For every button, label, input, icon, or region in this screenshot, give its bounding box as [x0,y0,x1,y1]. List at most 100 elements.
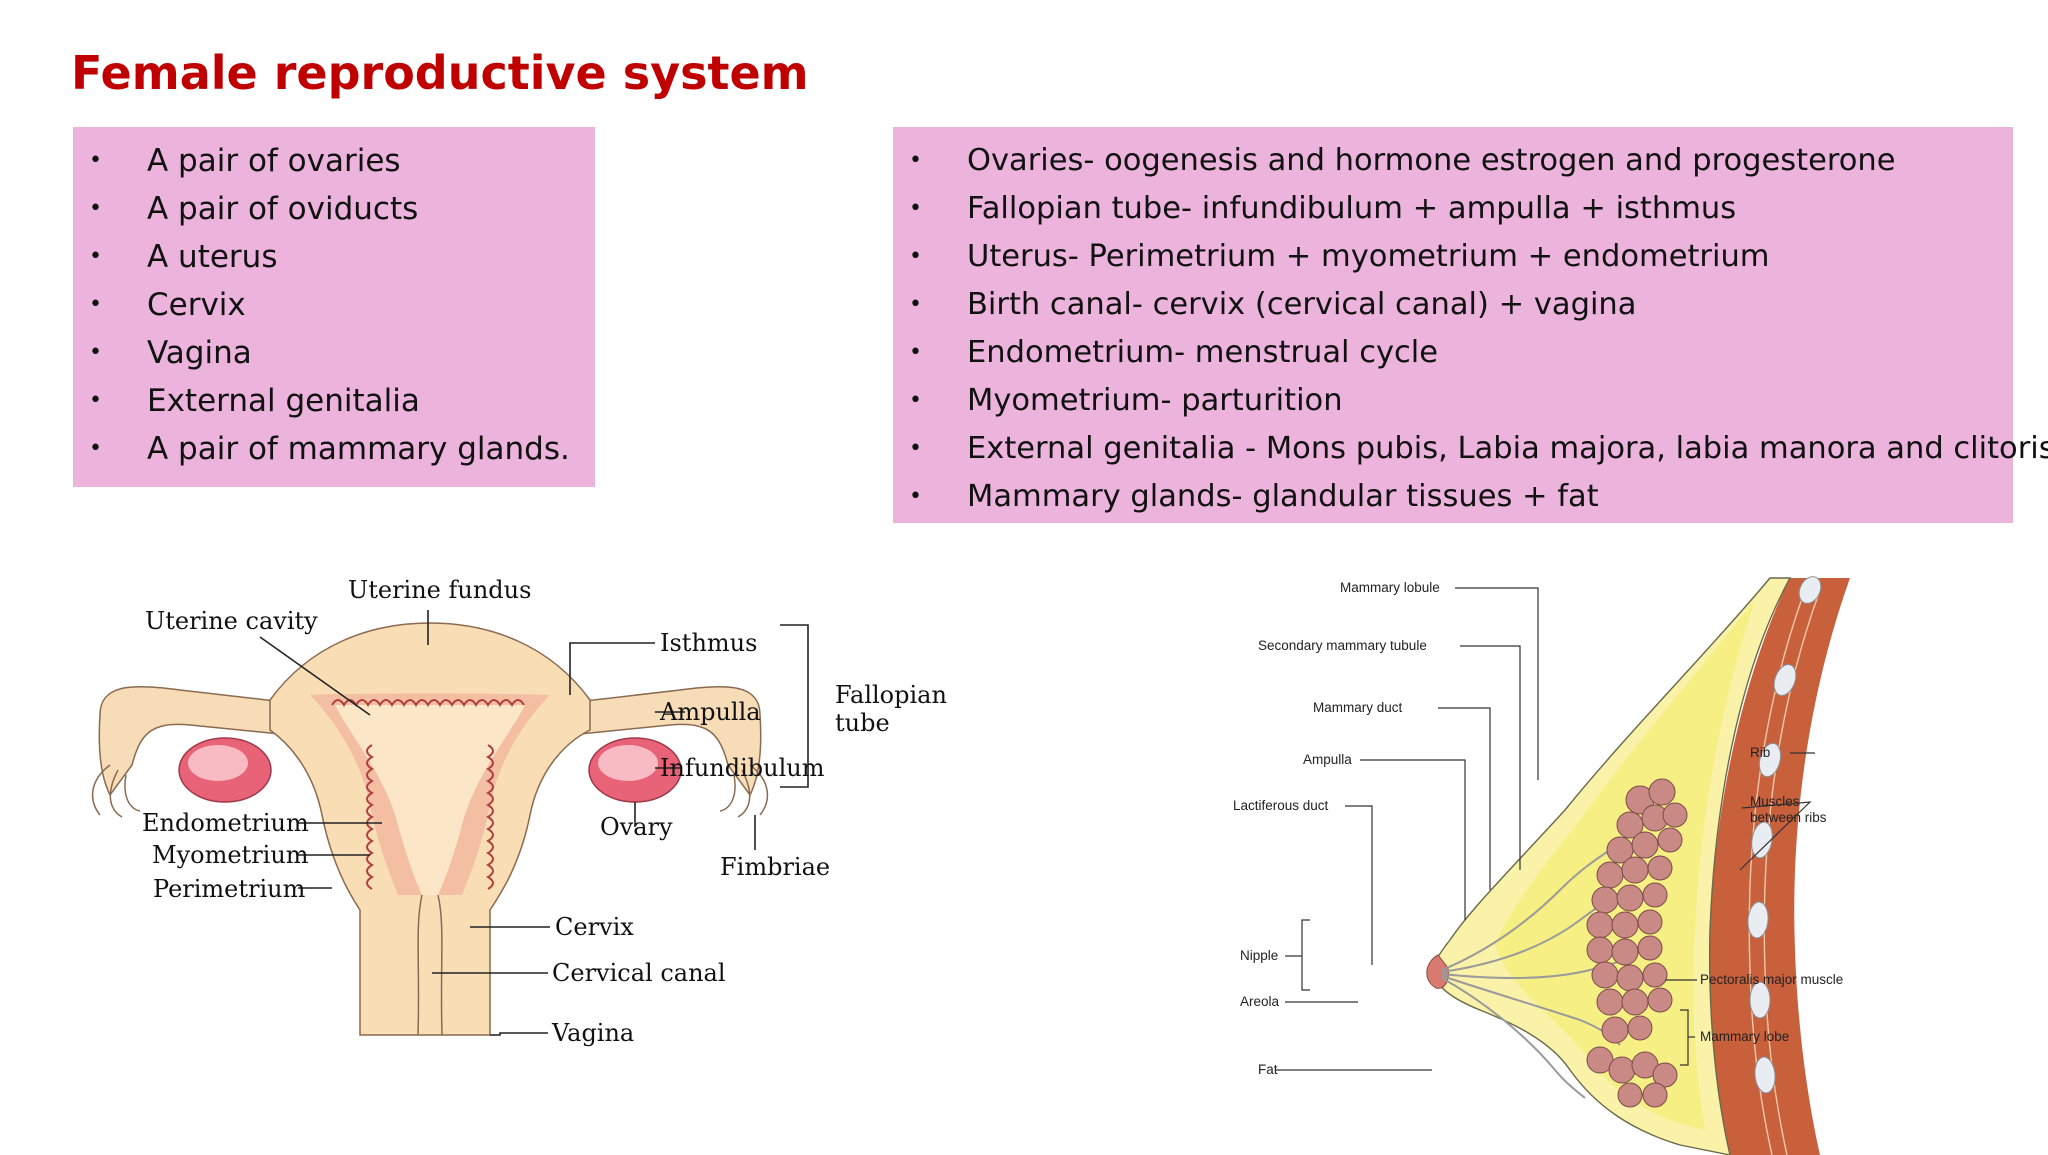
label-uterine-fundus: Uterine fundus [348,576,531,604]
rib-1 [1798,576,1822,604]
label-ampulla: Ampulla [659,698,761,726]
list-item-text: External genitalia - Mons pubis, Labia m… [967,431,2048,466]
bullet-icon: • [909,436,922,461]
leader-lactiferous-duct [1345,805,1373,965]
functions-list-box: • Ovaries- oogenesis and hormone estrogen… [893,127,2048,523]
bullet-icon: • [909,388,922,413]
fallopian-tube-right [549,685,762,797]
bullet-icon: • [909,292,922,317]
leader-vagina [490,1032,548,1036]
label-mammary-lobe: Mammary lobe [1700,1029,1789,1044]
ribs [1747,576,1822,1094]
nipple-bracket [1301,919,1310,991]
bullet-icon: • [909,244,922,269]
pectoralis-muscle [1709,578,1850,1155]
list-item: • Birth canal- cervix (cervical canal) + … [893,281,2013,329]
list-item-text: Endometrium- menstrual cycle [967,335,1439,370]
list-item: •Ovaries- oogenesis and hormone estrogen… [893,137,2013,185]
label-isthmus: Isthmus [660,629,757,657]
label-myometrium: Myometrium [152,841,309,869]
uterus-leader-lines [259,610,809,1036]
rib-4 [1751,821,1773,859]
mammary-lobules [1586,778,1688,1108]
list-item: • Cervix [73,281,595,329]
list-item-text: A pair of mammary glands. [147,431,570,467]
endometrial-glands-right [486,744,494,890]
structures-list: • A pair of ovaries •A pair of oviducts •… [73,137,595,473]
ovary-left-highlight [188,745,248,781]
bullet-icon: • [909,196,922,221]
list-item-text: Cervix [147,287,246,323]
bullet-icon: • [89,292,102,317]
uterus-diagram: Uterine fundus Uterine cavity Isthmus Am… [91,576,947,1047]
list-item: • External genitalia - Mons pubis, Labia … [893,425,2048,473]
label-vagina: Vagina [551,1019,634,1047]
fimbriae-left [91,764,141,818]
label-fallopian-line2: tube [835,709,890,737]
list-item-text: Vagina [147,335,252,371]
fimbriae-right [719,764,769,818]
uterus-illustration [91,622,769,1036]
rib-2 [1773,664,1797,696]
leader-muscles-between-ribs [1739,801,1812,871]
structures-list-box: • A pair of ovaries •A pair of oviducts •… [73,127,595,487]
label-cervical-canal: Cervical canal [552,959,726,987]
list-item-text: A uterus [147,239,278,275]
leader-secondary-tubule [1460,645,1521,870]
bullet-icon: • [89,196,102,221]
list-item: • A pair of ovaries [73,137,595,185]
label-muscles-line2: between ribs [1750,810,1827,825]
list-item-text: External genitalia [147,383,420,419]
rib-6 [1749,981,1771,1019]
label-ampulla: Ampulla [1303,752,1352,767]
list-item: • A uterus [73,233,595,281]
bullet-icon: • [89,436,102,461]
bullet-icon: • [89,148,102,173]
page-title: Female reproductive system [71,46,809,100]
list-item-text: Mammary glands- glandular tissues + fat [967,479,1599,514]
list-item: • Mammary glands- glandular tissues + fat [893,473,2013,521]
bullet-icon: • [89,244,102,269]
bullet-icon: • [89,388,102,413]
breast-leader-lines [1275,587,1815,1071]
list-item: •A pair of oviducts [73,185,595,233]
bullet-icon: • [89,340,102,365]
leader-uterine-cavity [259,636,371,716]
list-item-text: A pair of ovaries [147,143,401,179]
label-cervix: Cervix [555,913,634,941]
ovary-right-highlight [598,745,658,781]
label-fimbriae: Fimbriae [720,853,830,881]
label-mammary-lobule: Mammary lobule [1340,580,1440,595]
list-item: • Endometrium- menstrual cycle [893,329,2013,377]
rib-7 [1754,1056,1776,1094]
bullet-icon: • [909,484,922,509]
endometrial-glands-left [366,744,374,890]
label-mammary-duct: Mammary duct [1313,700,1403,715]
list-item: • Uterus- Perimetrium + myometrium + endo… [893,233,2013,281]
label-muscles-line1: Muscles [1750,794,1800,809]
breast-illustration [1426,576,1850,1155]
list-item-text: Fallopian tube- infundibulum + ampulla +… [967,191,1737,226]
label-ovary: Ovary [600,813,673,841]
leader-mammary-duct [1438,707,1491,890]
label-endometrium: Endometrium [142,809,309,837]
list-item-text: Ovaries- oogenesis and hormone estrogen … [967,143,1896,178]
cervical-canal [417,894,443,1036]
list-item-text: Myometrium- parturition [967,383,1343,418]
label-uterine-cavity: Uterine cavity [145,607,318,635]
list-item-text: Birth canal- cervix (cervical canal) + v… [967,287,1637,322]
leader-ampulla [1360,759,1466,920]
list-item: • Myometrium- parturition [893,377,2013,425]
list-item-text: Uterus- Perimetrium + myometrium + endom… [967,239,1770,274]
list-item: • Vagina [73,329,595,377]
label-areola: Areola [1240,994,1280,1009]
bullet-icon: • [909,340,922,365]
list-item: • External genitalia [73,377,595,425]
endometrial-glands [331,699,525,707]
label-rib: Rib [1750,745,1770,760]
leader-isthmus [569,642,655,695]
breast-diagram: Mammary lobule Secondary mammary tubule … [1233,576,1850,1155]
list-item: • Fallopian tube- infundibulum + ampulla … [893,185,2013,233]
leader-mammary-lobule [1455,587,1539,780]
list-item: • A pair of mammary glands. [73,425,595,473]
